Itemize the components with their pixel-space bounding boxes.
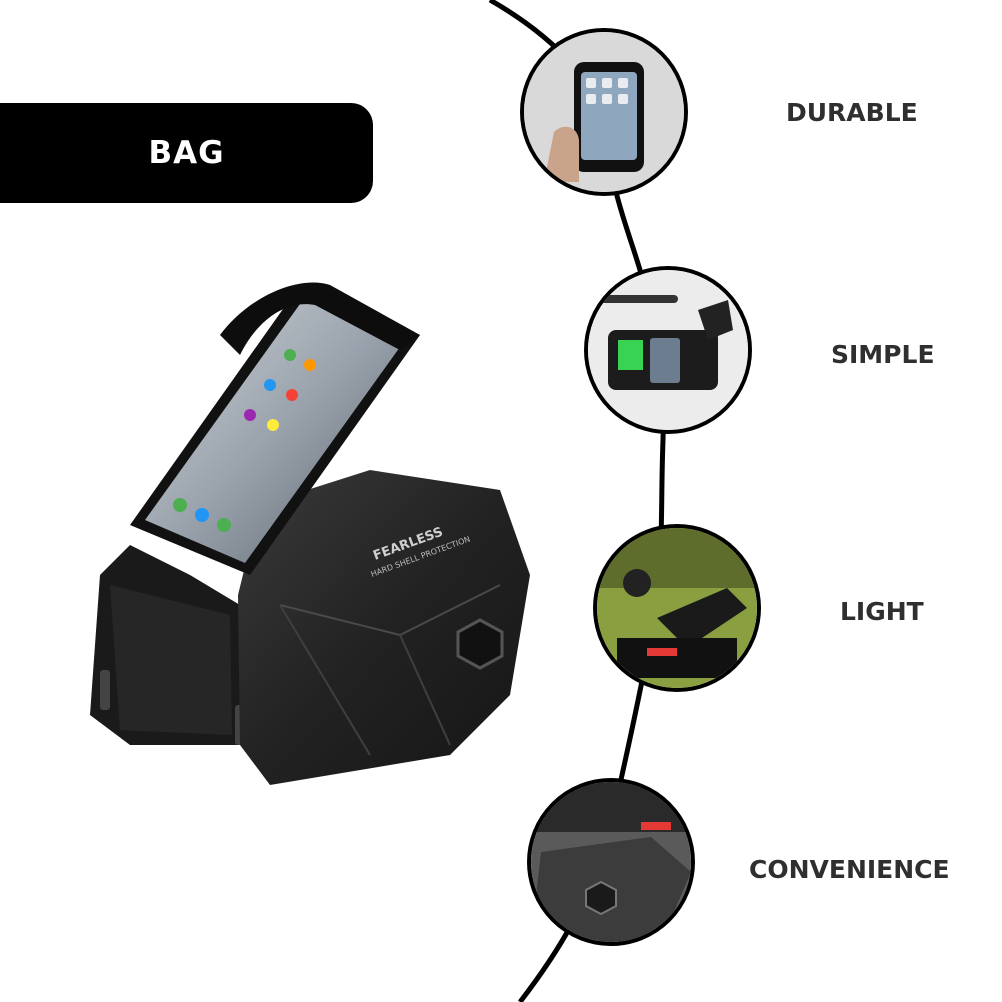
hexagon-knob-icon: [456, 618, 504, 670]
feature-image-simple: [584, 266, 752, 434]
feature-image-convenience: [527, 778, 695, 946]
category-tag: BAG: [0, 103, 373, 203]
feature-label-durable: DURABLE: [786, 98, 918, 127]
feature-image-light: [593, 524, 761, 692]
feature-label-simple: SIMPLE: [831, 340, 935, 369]
bike-frame-bag-image: FEARLESS HARD SHELL PROTECTION: [90, 282, 530, 785]
zipper-pull-left: [100, 670, 110, 710]
feature-label-light: LIGHT: [840, 597, 924, 626]
hard-shell-closeup-photo-icon: [531, 782, 691, 942]
bag-on-bike-photo-icon: [597, 528, 757, 688]
bike-cockpit-photo-icon: [588, 270, 748, 430]
app-icons: [173, 349, 316, 532]
phone-in-hand-photo-icon: [524, 32, 684, 192]
feature-label-convenience: CONVENIENCE: [749, 855, 950, 884]
feature-image-durable: [520, 28, 688, 196]
category-tag-label: BAG: [148, 135, 225, 171]
